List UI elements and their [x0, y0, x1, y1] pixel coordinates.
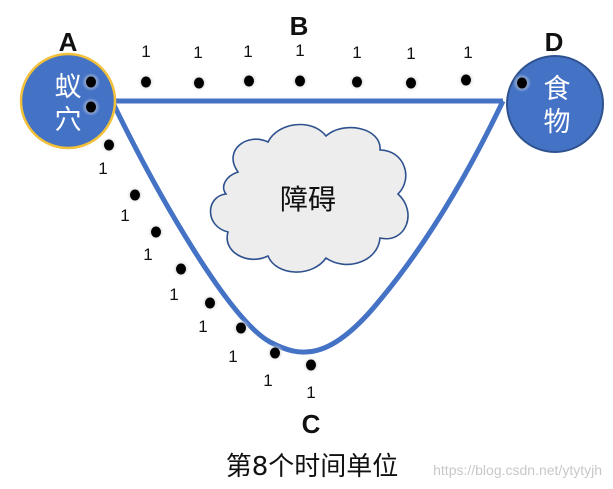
- diagram-caption: 第8个时间单位: [226, 452, 399, 482]
- pheromone-label: 1: [143, 245, 152, 264]
- ant-dot: [295, 75, 305, 87]
- node-letter-c: C: [302, 409, 321, 439]
- obstacle-cloud: [209, 123, 409, 273]
- ant-dot: [517, 77, 527, 89]
- ant-dot: [104, 139, 114, 151]
- pheromone-label: 1: [228, 347, 237, 366]
- ant-dot: [130, 189, 140, 201]
- ant-dot: [236, 322, 246, 334]
- ant-dot: [461, 74, 471, 86]
- ant-dot: [176, 263, 186, 275]
- node-letter-d: D: [545, 27, 564, 57]
- ant-dot: [270, 347, 280, 359]
- ant-dot: [406, 77, 416, 89]
- food-label-line2: 物: [544, 107, 571, 138]
- pheromone-label: 1: [263, 371, 272, 390]
- node-letter-b: B: [290, 11, 309, 41]
- ant-dot: [86, 101, 96, 113]
- food-node: [506, 55, 604, 153]
- ant-dot: [86, 76, 96, 88]
- pheromone-label: 1: [243, 42, 252, 61]
- ant-dot: [352, 76, 362, 88]
- ant-dot: [141, 76, 151, 88]
- ant-dot: [151, 226, 161, 238]
- pheromone-label: 1: [463, 43, 472, 62]
- node-letter-a: A: [59, 27, 78, 57]
- path-a-via-c: [109, 99, 506, 355]
- ant-dot: [205, 297, 215, 309]
- nest-label-line2: 穴: [55, 105, 82, 136]
- pheromone-label: 1: [306, 383, 315, 402]
- pheromone-label: 1: [198, 317, 207, 336]
- pheromone-label: 1: [352, 43, 361, 62]
- pheromone-label: 1: [406, 44, 415, 63]
- pheromone-label: 1: [120, 206, 129, 225]
- pheromone-labels-layer: 1 1 1 1 1 1 1 1 1 1 1 1 1 1 1: [98, 41, 472, 402]
- ants-layer: [82, 71, 531, 374]
- pheromone-label: 1: [141, 42, 150, 61]
- ant-dot: [244, 75, 254, 87]
- pheromone-label: 1: [193, 43, 202, 62]
- nest-label-line1: 蚁: [55, 72, 82, 103]
- food-label-line1: 食: [544, 74, 571, 105]
- pheromone-label: 1: [295, 41, 304, 60]
- watermark: https://blog.csdn.net/ytytyjh: [433, 462, 602, 478]
- ant-dot: [194, 77, 204, 89]
- ant-dot: [306, 359, 316, 371]
- obstacle-label: 障碍: [280, 183, 336, 216]
- pheromone-label: 1: [98, 159, 107, 178]
- pheromone-label: 1: [169, 285, 178, 304]
